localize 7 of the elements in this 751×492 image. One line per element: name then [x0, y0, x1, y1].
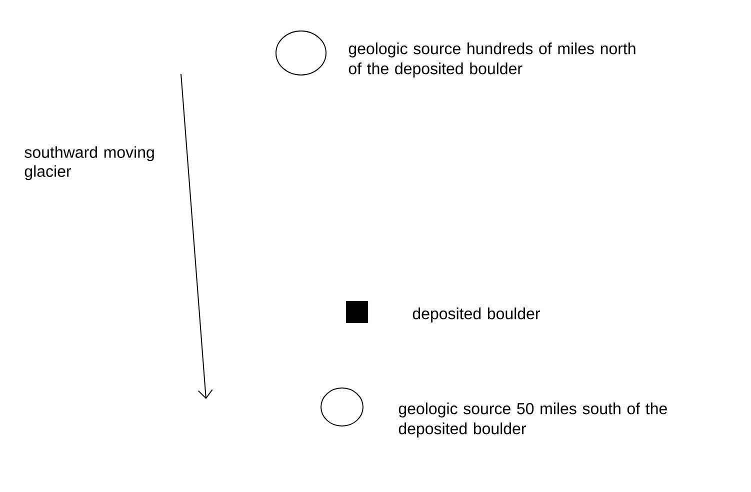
circle-symbol [276, 30, 326, 76]
circle-symbol [320, 388, 364, 426]
square-symbol [346, 301, 368, 323]
node-caption: geologic source 50 miles south of the deposited boulder [398, 402, 667, 438]
arrow-label: southward moving glacier [24, 146, 154, 180]
node-caption: deposited boulder [412, 308, 540, 322]
node-caption: geologic source hundreds of miles north of the deposited boulder [348, 42, 636, 78]
